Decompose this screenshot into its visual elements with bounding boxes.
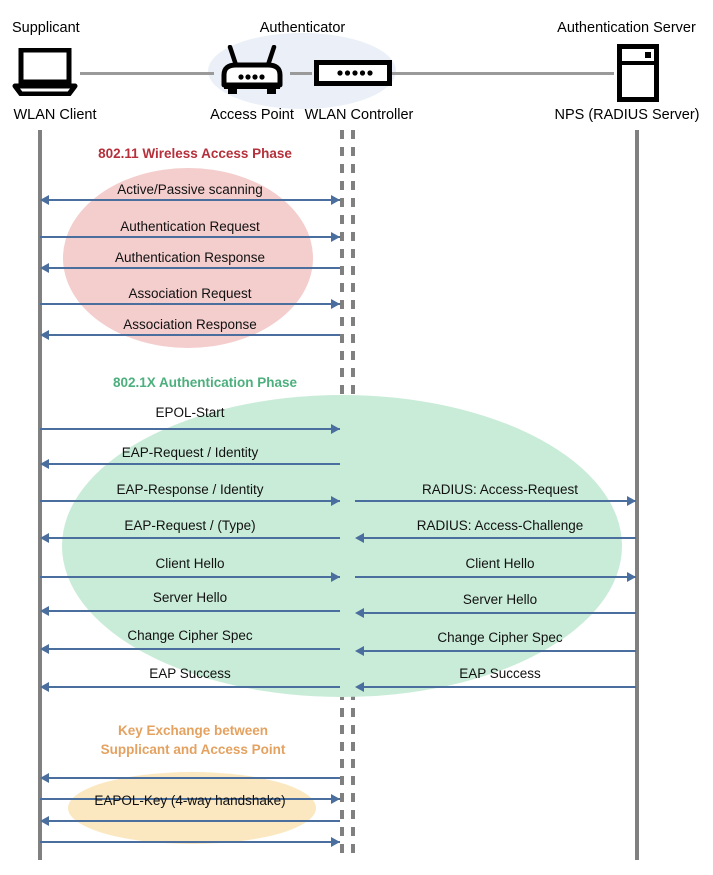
message-label: Change Cipher Spec [127, 628, 253, 643]
arrow-head-right-icon [627, 496, 636, 506]
message-label: Change Cipher Spec [437, 630, 563, 645]
laptop-icon [12, 47, 78, 101]
message-line [357, 612, 636, 614]
phase-label-wireless: 802.11 Wireless Access Phase [98, 146, 292, 161]
arrow-head-left-icon [40, 773, 49, 783]
arrow-head-left-icon [355, 533, 364, 543]
message-line [42, 777, 340, 779]
message-line [42, 610, 340, 612]
message-line [355, 500, 636, 502]
message-label: Active/Passive scanning [117, 182, 263, 197]
server-icon [617, 44, 659, 107]
message-line [40, 798, 340, 800]
message-line [40, 576, 340, 578]
arrow-head-left-icon [40, 644, 49, 654]
lifeline-authentication-server [635, 130, 639, 860]
message-line [40, 428, 340, 430]
message-label: EAP Success [459, 666, 541, 681]
lifeline-supplicant [38, 130, 42, 860]
wlan-controller-icon [314, 60, 392, 91]
phase-blob-keyexchange [68, 772, 316, 844]
message-label: Authentication Request [120, 219, 260, 234]
actor-role-authentication-server: Authentication Server [557, 20, 696, 36]
arrow-head-left-icon [355, 608, 364, 618]
message-line [40, 236, 340, 238]
message-label: Client Hello [155, 556, 225, 571]
arrow-head-left-icon [355, 682, 364, 692]
wire-controller-to-server [392, 72, 614, 75]
message-line [42, 820, 340, 822]
arrow-head-right-icon [331, 299, 340, 309]
arrow-head-left-icon [40, 330, 49, 340]
arrow-head-left-icon [40, 195, 49, 205]
arrow-head-right-icon [331, 794, 340, 804]
message-label: EAP-Request / Identity [121, 445, 259, 460]
message-line [42, 537, 340, 539]
actor-name-nps-radius-server: NPS (RADIUS Server) [554, 107, 700, 123]
arrow-head-right-icon [331, 572, 340, 582]
message-line [357, 650, 636, 652]
message-label: Server Hello [152, 590, 228, 605]
phase-label-keyexchange-line2: Supplicant and Access Point [100, 742, 286, 757]
message-label: Association Request [128, 286, 252, 301]
message-label: RADIUS: Access-Challenge [416, 518, 584, 533]
message-line [40, 500, 340, 502]
actor-role-authenticator: Authenticator [259, 20, 346, 36]
message-label: EAPOL-Key (4-way handshake) [94, 793, 286, 808]
phase-blob-dot1x [62, 395, 622, 697]
message-label: Authentication Response [114, 250, 266, 265]
phase-label-keyexchange-line1: Key Exchange between [117, 723, 269, 738]
arrow-head-left-icon [40, 606, 49, 616]
wire-client-to-ap [80, 72, 214, 75]
message-label: Client Hello [465, 556, 535, 571]
access-point-icon [216, 44, 288, 100]
phase-label-dot1x: 802.1X Authentication Phase [112, 375, 298, 390]
arrow-head-right-icon [627, 572, 636, 582]
message-line [355, 576, 636, 578]
arrow-head-left-icon [40, 816, 49, 826]
arrow-head-left-icon [40, 459, 49, 469]
actor-role-supplicant: Supplicant [12, 20, 80, 36]
message-label: EPOL-Start [155, 405, 225, 420]
arrow-head-right-icon [331, 837, 340, 847]
message-label: EAP-Response / Identity [116, 482, 264, 497]
arrow-head-left-icon [40, 682, 49, 692]
message-line [42, 267, 340, 269]
message-line [42, 463, 340, 465]
arrow-head-left-icon [355, 646, 364, 656]
message-line [42, 648, 340, 650]
arrow-head-right-icon [331, 496, 340, 506]
arrow-head-right-icon [331, 424, 340, 434]
phase-blob-wireless [63, 168, 313, 348]
arrow-head-left-icon [40, 533, 49, 543]
message-label: EAP Success [149, 666, 231, 681]
actor-name-wlan-controller: WLAN Controller [304, 107, 414, 123]
message-label: EAP-Request / (Type) [124, 518, 256, 533]
arrow-head-right-icon [331, 232, 340, 242]
message-line [42, 334, 340, 336]
actor-name-access-point: Access Point [210, 107, 294, 123]
message-line [357, 686, 636, 688]
message-line [40, 303, 340, 305]
arrow-head-left-icon [40, 263, 49, 273]
arrow-head-right-icon [331, 195, 340, 205]
message-label: Association Response [123, 317, 257, 332]
message-line [357, 537, 636, 539]
message-line [42, 199, 340, 201]
message-line [42, 686, 340, 688]
wire-ap-to-controller [290, 72, 312, 75]
message-label: Server Hello [462, 592, 538, 607]
actor-name-wlan-client: WLAN Client [13, 107, 97, 123]
message-line [40, 841, 340, 843]
message-label: RADIUS: Access-Request [421, 482, 579, 497]
phase-label-keyexchange: Key Exchange between Supplicant and Acce… [78, 721, 308, 759]
